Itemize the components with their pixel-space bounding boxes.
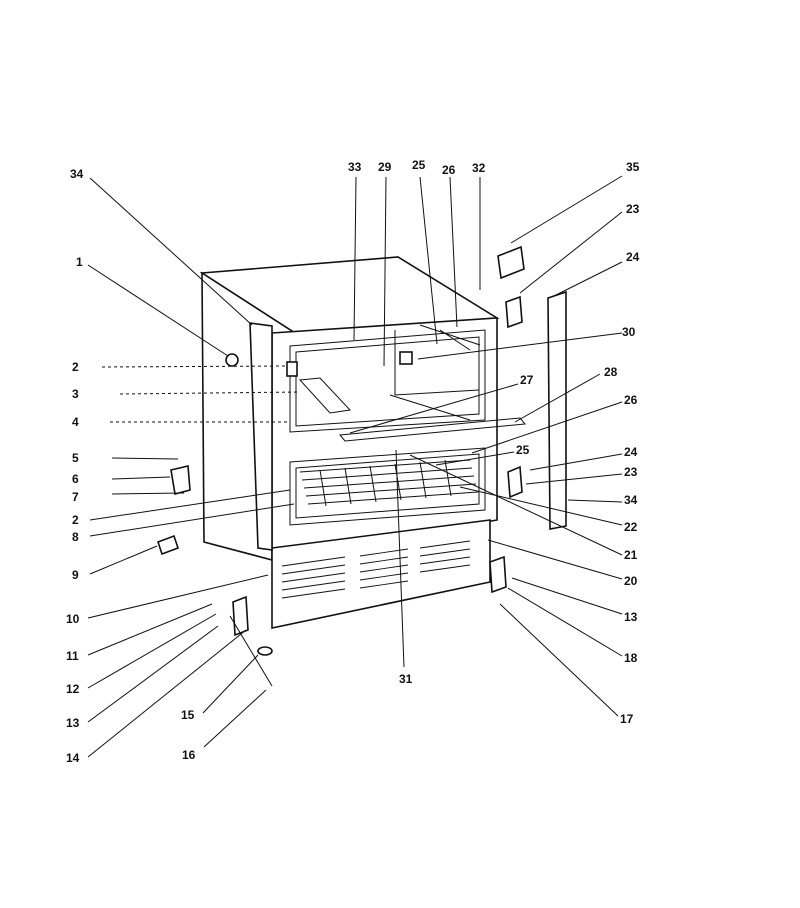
callout-5: 5: [72, 451, 79, 465]
callout-1: 1: [76, 255, 83, 269]
callout-2-upper: 2: [72, 360, 79, 374]
callout-34-left: 34: [70, 167, 84, 181]
callout-21: 21: [624, 548, 638, 562]
callout-17: 17: [620, 712, 634, 726]
thermostat-knob: [225, 353, 239, 367]
callout-12: 12: [66, 682, 80, 696]
shelf-bar: [339, 417, 526, 442]
callout-18: 18: [624, 651, 638, 665]
clip: [286, 361, 298, 377]
callout-26-top: 26: [442, 163, 456, 177]
callout-11: 11: [66, 649, 79, 663]
hinge-lower: [507, 465, 523, 499]
power-cord-plug: [156, 534, 180, 556]
callout-16: 16: [182, 748, 196, 762]
leader-lines: [87, 175, 623, 758]
callout-23-lower: 23: [624, 465, 638, 479]
hinge-bottom-left: [232, 595, 249, 637]
callout-2-lower: 2: [72, 513, 79, 527]
callout-28: 28: [604, 365, 618, 379]
callout-29: 29: [378, 160, 392, 174]
callout-15: 15: [181, 708, 195, 722]
callout-4: 4: [72, 415, 79, 429]
shelf: [298, 377, 352, 414]
callout-22: 22: [624, 520, 638, 534]
callout-25-mid: 25: [516, 443, 530, 457]
leveling-rod: [229, 615, 273, 687]
callout-27: 27: [520, 373, 534, 387]
hinge-cover: [497, 245, 525, 280]
callout-3: 3: [72, 387, 79, 401]
latch: [399, 351, 413, 365]
callout-35: 35: [626, 160, 640, 174]
vent-grille: [281, 540, 471, 599]
callout-23-top: 23: [626, 202, 640, 216]
callout-8: 8: [72, 530, 79, 544]
callout-20: 20: [624, 574, 638, 588]
lower-compartment: [289, 447, 486, 526]
callout-32: 32: [472, 161, 486, 175]
hinge-bottom: [489, 555, 507, 594]
callout-33: 33: [348, 160, 362, 174]
callout-26-mid: 26: [624, 393, 638, 407]
cabinet: [199, 256, 526, 629]
callout-10: 10: [66, 612, 80, 626]
upper-compartment: [289, 329, 486, 433]
callout-labels: 34 1 2 3 4 5 6 7 2 8 9 10 11 12 13 14 15…: [66, 158, 640, 765]
base-panel: [271, 519, 491, 629]
callout-6: 6: [72, 472, 79, 486]
bracket: [170, 465, 191, 495]
callout-7: 7: [72, 490, 79, 504]
callout-13-left: 13: [66, 716, 80, 730]
callout-13-right: 13: [624, 610, 638, 624]
callout-24-lower: 24: [624, 445, 638, 459]
wire-rack: [299, 459, 479, 507]
leveling-foot: [257, 646, 273, 656]
callout-14: 14: [66, 751, 80, 765]
callout-30: 30: [622, 325, 636, 339]
hinge-top: [505, 295, 523, 329]
callout-31: 31: [399, 672, 413, 686]
callout-9: 9: [72, 568, 79, 582]
callout-24-top: 24: [626, 250, 640, 264]
callout-25-top: 25: [412, 158, 426, 172]
door-seal-right: [547, 290, 567, 530]
callout-34-right: 34: [624, 493, 638, 507]
